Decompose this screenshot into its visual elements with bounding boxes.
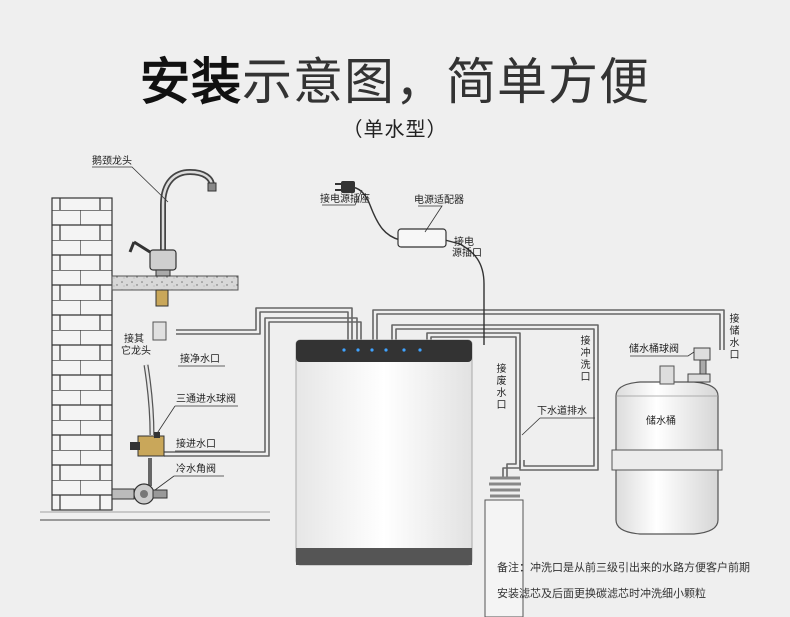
pipes	[164, 186, 725, 478]
label-other-faucet-1: 接其	[124, 334, 144, 345]
leader-lines	[92, 166, 695, 491]
label-power-port-1: 接电	[454, 237, 474, 248]
label-flush-port: 接冲洗口	[580, 336, 591, 383]
label-pure-water-port: 接净水口	[180, 354, 220, 365]
label-inlet-port: 接进水口	[176, 439, 216, 450]
label-power-adapter: 电源适配器	[414, 195, 464, 206]
note-line-2: 安装滤芯及后面更换碳滤芯时冲洗细小颗粒	[497, 587, 706, 600]
title-light: 示意图，简单方便	[242, 53, 650, 111]
page-subtitle: （单水型）	[342, 117, 448, 141]
label-waste-water-port: 接废水口	[496, 364, 507, 411]
cold-water-angle-valve	[111, 458, 168, 505]
label-power-socket: 接电源插座	[320, 194, 370, 205]
label-drain: 下水道排水	[537, 406, 587, 417]
other-faucet-pipe	[143, 321, 167, 436]
tank-ball-valve	[687, 347, 711, 383]
purifier-unit	[295, 339, 473, 566]
label-gooseneck-faucet: 鹅颈龙头	[92, 156, 132, 167]
power-plug-icon	[335, 181, 355, 193]
label-tank: 储水桶	[646, 416, 676, 427]
power-adapter	[397, 228, 447, 248]
page-title: 安装示意图，简单方便	[0, 42, 790, 114]
label-three-way-valve: 三通进水球阀	[176, 394, 236, 405]
label-angle-valve: 冷水角阀	[176, 464, 216, 475]
countertop	[111, 275, 239, 291]
label-other-faucet-2: 它龙头	[121, 346, 151, 357]
label-power-port-2: 源插口	[452, 248, 482, 259]
brick-wall	[40, 197, 270, 521]
title-bold: 安装	[140, 53, 242, 111]
label-tank-valve: 储水桶球阀	[629, 344, 679, 355]
storage-tank	[611, 365, 723, 535]
gooseneck-faucet	[128, 168, 217, 307]
three-way-ball-valve	[130, 432, 165, 457]
note-line-1: 备注：冲洗口是从前三级引出来的水路方便客户前期	[497, 561, 750, 574]
drain-pipe	[484, 476, 524, 617]
label-tank-port: 接储水口	[729, 314, 740, 361]
